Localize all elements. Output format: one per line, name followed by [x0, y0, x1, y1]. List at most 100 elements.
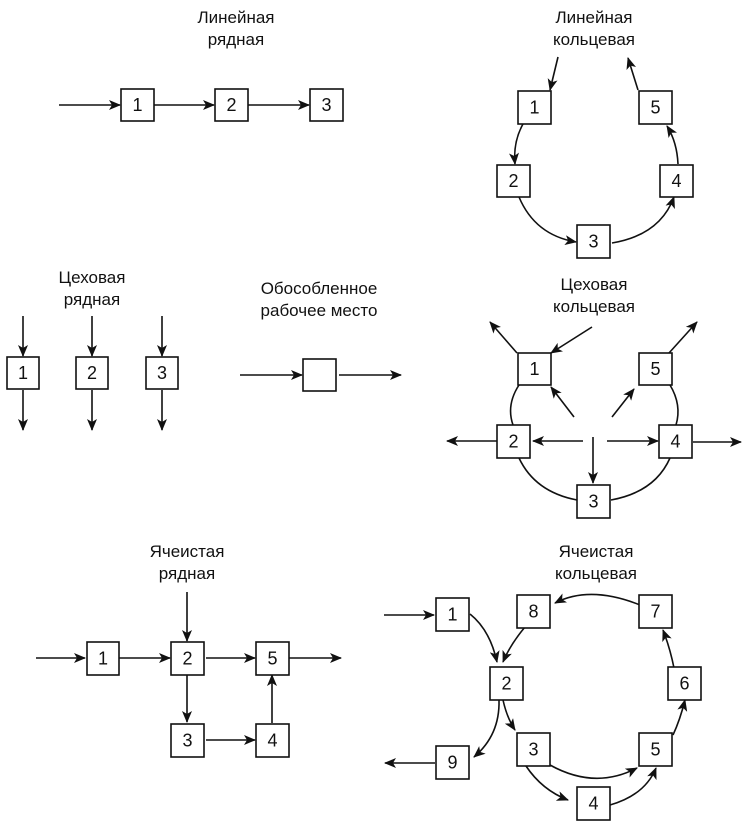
workstation-node: 6	[667, 666, 702, 701]
flow-arrow	[550, 326, 593, 354]
workstation-node: 4	[255, 723, 290, 758]
workstation-node: 2	[75, 356, 109, 390]
workstation-node: 2	[496, 164, 531, 198]
title-line-1: Обособленное	[261, 279, 378, 298]
flow-arrow	[609, 767, 657, 806]
diagram-linear-row: Линейная рядная 1 2 3	[59, 8, 344, 122]
workstation-node: 3	[576, 224, 611, 259]
title-line-1: Линейная	[197, 8, 274, 27]
workstation-node: 8	[516, 594, 551, 629]
workstation-node: 1	[86, 641, 120, 676]
workstation-node: 7	[638, 594, 673, 629]
svg-text:1: 1	[529, 359, 539, 379]
svg-text:2: 2	[226, 95, 236, 115]
flow-arrow	[626, 57, 639, 91]
svg-text:8: 8	[528, 602, 538, 622]
svg-text:5: 5	[650, 98, 660, 118]
workstation-node: 9	[435, 745, 470, 780]
flow-arrow	[525, 765, 569, 801]
svg-text:2: 2	[87, 363, 97, 383]
workstation-node: 5	[638, 90, 673, 125]
svg-text:2: 2	[182, 649, 192, 669]
svg-text:3: 3	[588, 232, 598, 252]
flow-arrow	[554, 593, 641, 606]
svg-text:1: 1	[18, 363, 28, 383]
workstation-node: 3	[576, 484, 611, 519]
svg-text:4: 4	[671, 171, 681, 191]
flow-arrow	[611, 196, 675, 244]
diagram-isolated-workplace: Обособленное рабочее место	[240, 279, 402, 392]
svg-text:5: 5	[267, 649, 277, 669]
flow-arrow	[509, 123, 524, 165]
workstation-node: 4	[576, 786, 611, 821]
flow-arrow	[668, 321, 698, 354]
workstation-node	[302, 358, 337, 392]
flow-arrow	[489, 321, 518, 354]
diagram-cell-ring: Ячеистая кольцевая 1 2 3 4	[384, 542, 702, 821]
flow-arrow	[666, 125, 679, 165]
svg-text:1: 1	[132, 95, 142, 115]
ring-connector	[509, 384, 520, 426]
diagram-cell-row: Ячеистая рядная 1 2 3 4 5	[36, 542, 342, 758]
workstation-node: 1	[435, 597, 470, 632]
title-line-2: рабочее место	[261, 301, 378, 320]
svg-text:3: 3	[157, 363, 167, 383]
title-line-2: кольцевая	[553, 30, 635, 49]
flow-arrow	[550, 386, 575, 418]
flow-arrow	[547, 56, 559, 91]
svg-text:5: 5	[650, 359, 660, 379]
flow-arrow	[662, 629, 675, 669]
title-line-1: Цеховая	[59, 268, 126, 287]
title-line-1: Цеховая	[561, 275, 628, 294]
ring-connector	[518, 457, 578, 501]
workstation-node: 1	[517, 90, 552, 125]
svg-text:4: 4	[588, 794, 598, 814]
title-line-2: рядная	[159, 564, 215, 583]
workstation-node: 3	[516, 732, 551, 767]
workstation-node: 4	[658, 424, 693, 459]
svg-text:6: 6	[679, 674, 689, 694]
svg-text:2: 2	[501, 674, 511, 694]
svg-text:3: 3	[182, 731, 192, 751]
svg-text:3: 3	[588, 492, 598, 512]
flow-arrow	[611, 388, 635, 418]
svg-text:1: 1	[98, 649, 108, 669]
flow-arrow	[502, 626, 526, 663]
workstation-node: 2	[170, 641, 205, 676]
workstation-node: 3	[145, 356, 179, 390]
svg-text:9: 9	[447, 753, 457, 773]
workstation-node: 5	[255, 641, 290, 676]
workstation-node: 2	[489, 666, 524, 701]
diagram-shop-ring: Цеховая кольцевая 1 2 3 4	[446, 275, 742, 519]
svg-text:7: 7	[650, 602, 660, 622]
workstation-node: 2	[214, 88, 249, 122]
workstation-node: 4	[659, 164, 694, 198]
title-line-1: Линейная	[555, 8, 632, 27]
workstation-node: 3	[309, 88, 344, 122]
title-line-2: рядная	[64, 290, 120, 309]
flow-arrow	[549, 764, 638, 780]
workstation-node: 5	[638, 352, 673, 386]
diagram-linear-ring: Линейная кольцевая 1 2 3 4 5	[496, 8, 694, 259]
ring-connector	[610, 457, 671, 501]
flow-arrow	[518, 196, 577, 246]
title-line-1: Ячеистая	[150, 542, 225, 561]
svg-text:3: 3	[321, 95, 331, 115]
flow-arrow	[672, 699, 688, 736]
title-line-2: кольцевая	[555, 564, 637, 583]
workstation-node: 3	[170, 723, 205, 758]
title-line-1: Ячеистая	[559, 542, 634, 561]
diagram-shop-row: Цеховая рядная 1 2 3	[6, 268, 179, 431]
svg-text:4: 4	[670, 432, 680, 452]
svg-text:5: 5	[650, 740, 660, 760]
svg-text:2: 2	[508, 432, 518, 452]
title-line-2: кольцевая	[553, 297, 635, 316]
ring-connector	[669, 384, 679, 426]
workstation-node: 1	[120, 88, 155, 122]
workstation-node: 1	[6, 356, 40, 390]
title-line-2: рядная	[208, 30, 264, 49]
flow-arrow	[473, 699, 500, 758]
workstation-node: 2	[496, 424, 531, 459]
workstation-node: 5	[638, 732, 673, 767]
